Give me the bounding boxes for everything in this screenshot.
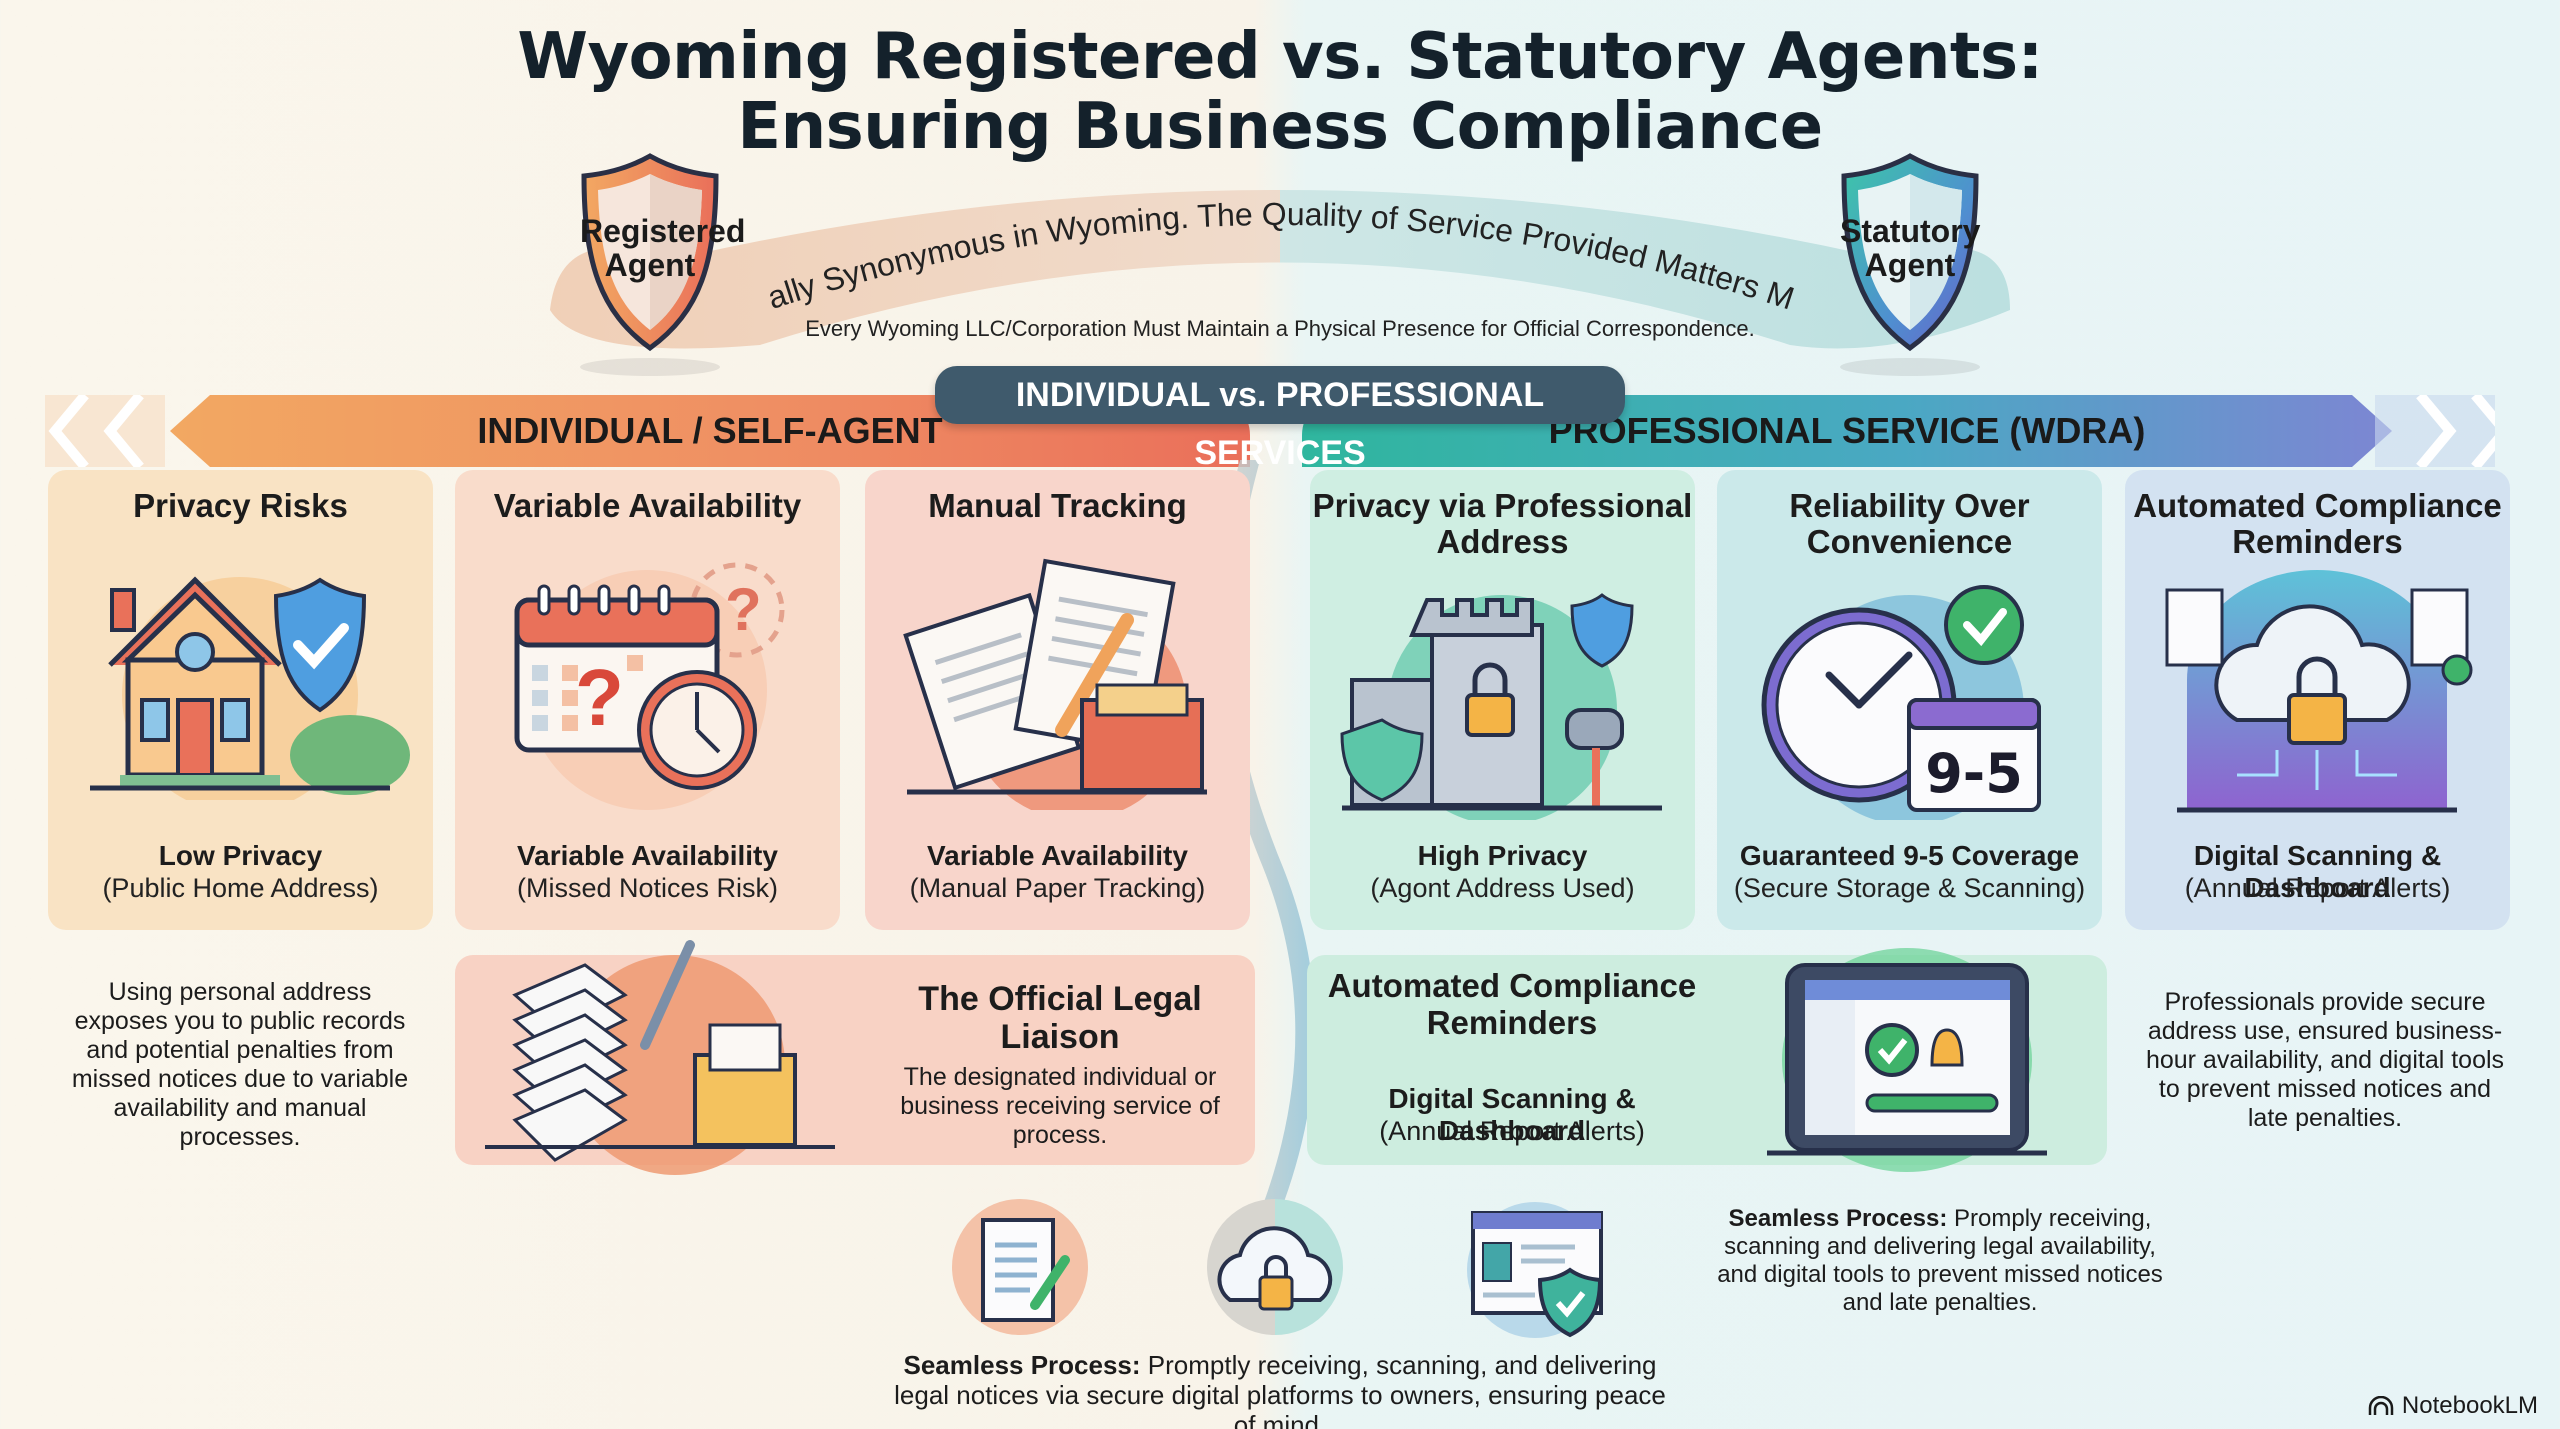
panel-privacy-risks: Privacy Risks Low Privacy (Public Home A…: [48, 470, 433, 930]
panel-caption: (Agont Address Used): [1370, 873, 1635, 903]
tower-lock-mailbox-icon: [1332, 570, 1672, 825]
chevron-left-icon: [45, 395, 165, 467]
individual-description: Using personal address exposes you to pu…: [71, 978, 409, 1151]
chevron-right-icon: [2375, 395, 2495, 467]
shield-label-line2: Agent: [1864, 247, 1956, 283]
title-line-1: Wyoming Registered vs. Statutory Agents:: [517, 20, 2043, 94]
tablet-dashboard-bell-icon: [1727, 945, 2087, 1175]
title-line-2: Ensuring Business Compliance: [737, 90, 1823, 164]
automated-caption-bold: Digital Scanning & Dashboard: [1388, 1083, 1636, 1146]
shield-label-line2: Agent: [604, 247, 696, 283]
panel-caption: (Secure Storage & Scanning): [1733, 873, 2086, 903]
svg-text:?: ?: [725, 576, 762, 643]
panel-title: Reliability Over Convenience: [1789, 487, 2030, 560]
panel-caption: (Annual Report Alerts): [2184, 873, 2451, 903]
panel-title: Manual Tracking: [928, 487, 1187, 524]
panel-title: Variable Availability: [493, 487, 802, 524]
divider-wave: [1212, 460, 1316, 1260]
clock-calendar-9-5-icon: 9-5: [1739, 570, 2079, 825]
legal-liaison-panel: The Official Legal Liaison The designate…: [455, 940, 1255, 1175]
panel-title: Privacy Risks: [133, 487, 348, 524]
section-header-label: PROFESSIONAL SERVICE (WDRA): [1548, 410, 2146, 451]
registered-agent-shield: Registered Agent: [580, 152, 746, 352]
panel-caption-bold: Variable Availability: [927, 840, 1188, 871]
panel-manual-tracking: Manual Tracking Variable Availability (M…: [865, 470, 1250, 930]
page-title: Wyoming Registered vs. Statutory Agents:…: [0, 22, 2560, 162]
seamless-process-left: Seamless Process: Promptly receiving, sc…: [880, 1350, 1680, 1429]
automated-caption: (Annual Report Alerts): [1379, 1116, 1645, 1146]
brand-name: NotebookLM: [2401, 1392, 2538, 1419]
automated-compliance-panel: Automated Compliance Reminders Digital S…: [1307, 948, 2107, 1172]
panel-caption-bold: Variable Availability: [517, 840, 778, 871]
panel-caption-bold: Digital Scanning & Dashboard: [2193, 840, 2442, 903]
panel-caption: (Manual Paper Tracking): [909, 873, 1206, 903]
section-header-label: INDIVIDUAL / SELF-AGENT: [477, 410, 943, 451]
seamless-label: Seamless Process:: [903, 1350, 1141, 1380]
liaison-text: The designated individual or business re…: [900, 1063, 1220, 1149]
seamless-process-right: Seamless Process: Promply receiving, sca…: [1710, 1205, 2170, 1317]
ribbon-banner: Legally Synonymous in Wyoming. The Quali…: [540, 160, 2010, 349]
cloud-lock-network-icon: [2147, 570, 2487, 820]
panel-caption-bold: Guaranteed 9-5 Coverage: [1739, 840, 2080, 871]
shield-icon: [1841, 153, 1979, 352]
liaison-title: The Official Legal Liaison: [918, 980, 1202, 1056]
panel-title: Automated Compliance Reminders: [2133, 487, 2502, 560]
document-pen-icon: [945, 1195, 1095, 1345]
panel-reliability: Reliability Over Convenience 9-5 Guarant…: [1717, 470, 2102, 930]
panel-privacy-professional: Privacy via Professional Address High Pr…: [1310, 470, 1695, 930]
panel-caption-bold: Low Privacy: [158, 840, 323, 871]
panel-automated-reminders: Automated Compliance Reminders Digital S…: [2125, 470, 2510, 930]
comparison-pill: INDIVIDUAL vs. PROFESSIONAL SERVICES: [935, 366, 1625, 472]
notebooklm-logo-icon: [2368, 1396, 2394, 1415]
statutory-agent-shield: Statutory Agent: [1840, 152, 1980, 352]
shield-label-line1: Statutory: [1840, 213, 1981, 249]
browser-shield-icon: [1455, 1195, 1615, 1345]
professional-section-header: PROFESSIONAL SERVICE (WDRA): [1302, 395, 2392, 467]
panel-variable-availability: Variable Availability ? ? Variable Avail…: [455, 470, 840, 930]
seamless-text: Promptly receiving, scanning, and delive…: [894, 1350, 1666, 1429]
svg-text:?: ?: [575, 653, 624, 742]
professional-description: Professionals provide secure address use…: [2145, 988, 2505, 1132]
shield-icon: [581, 153, 719, 352]
shield-shadow: [580, 358, 720, 376]
subtitle: Every Wyoming LLC/Corporation Must Maint…: [805, 316, 1755, 341]
panel-caption-bold: High Privacy: [1417, 840, 1588, 871]
panel-caption: (Missed Notices Risk): [516, 873, 779, 903]
shield-shadow: [1840, 358, 1980, 376]
seamless-text: Promply receiving, scanning and deliveri…: [1717, 1205, 2163, 1316]
panel-title: Privacy via Professional Address: [1312, 487, 1693, 560]
notebooklm-brand: NotebookLM: [2368, 1392, 2538, 1420]
cloud-lock-icon: [1200, 1195, 1350, 1345]
paper-stack-file-box-icon: [475, 935, 855, 1175]
calendar-9-5-text: 9-5: [1925, 742, 2023, 805]
house-shield-icon: [70, 550, 410, 813]
calendar-clock-question-icon: ? ?: [477, 550, 817, 810]
shield-label-line1: Registered: [580, 213, 746, 249]
seamless-label: Seamless Process:: [1728, 1205, 1948, 1232]
paper-files-pencil-icon: [887, 550, 1227, 820]
automated-title: Automated Compliance Reminders: [1327, 967, 1697, 1041]
panel-caption: (Public Home Address): [102, 873, 379, 903]
